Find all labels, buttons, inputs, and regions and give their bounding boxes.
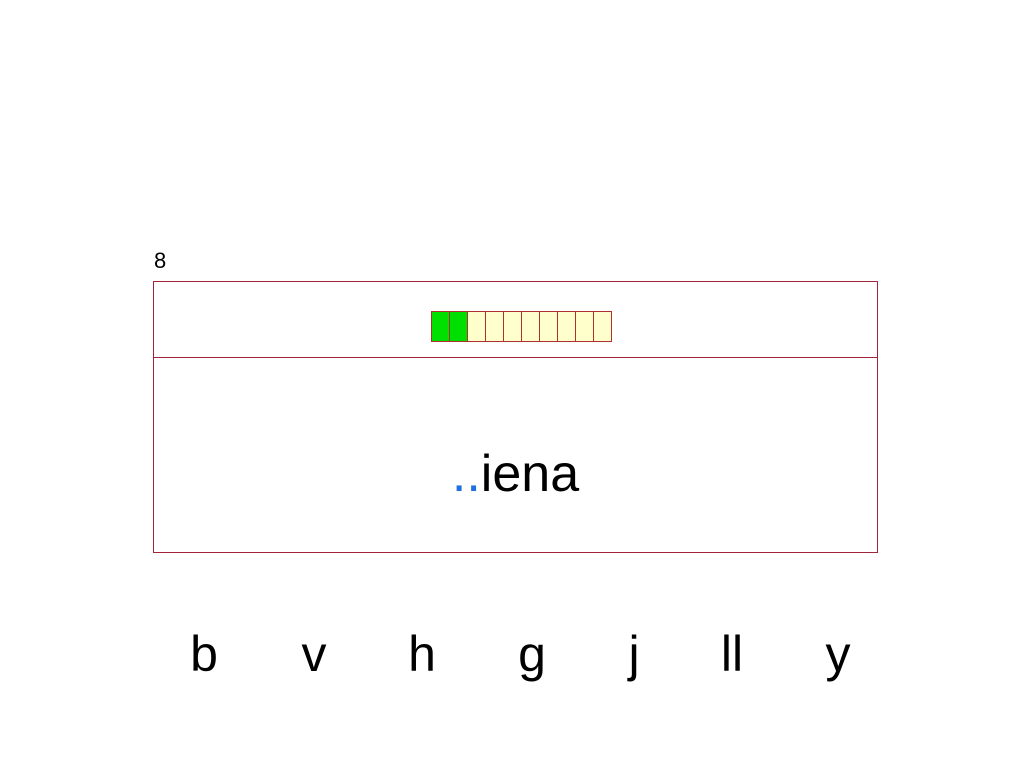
letter-options: b v h g j ll y xyxy=(0,622,1024,692)
word-area: ..iena xyxy=(154,358,877,552)
option-v[interactable]: v xyxy=(301,626,327,682)
option-ll[interactable]: ll xyxy=(720,626,744,682)
slide-number: 8 xyxy=(154,248,167,273)
progress-cell-pending xyxy=(521,311,540,342)
option-g[interactable]: g xyxy=(518,626,546,682)
progress-cell-pending xyxy=(467,311,486,342)
progress-cell-pending xyxy=(557,311,576,342)
progress-cell-pending xyxy=(593,311,612,342)
incomplete-word: ..iena xyxy=(154,444,877,504)
progress-area xyxy=(154,282,877,358)
option-h[interactable]: h xyxy=(408,626,436,682)
progress-cell-completed xyxy=(449,311,468,342)
option-j[interactable]: j xyxy=(628,626,640,682)
option-b[interactable]: b xyxy=(190,626,218,682)
option-y[interactable]: y xyxy=(825,626,851,682)
progress-cell-pending xyxy=(539,311,558,342)
progress-cell-pending xyxy=(503,311,522,342)
progress-cell-completed xyxy=(431,311,450,342)
progress-cell-pending xyxy=(485,311,504,342)
word-blank: .. xyxy=(451,445,481,503)
progress-bar xyxy=(431,311,612,342)
progress-cell-pending xyxy=(575,311,594,342)
word-rest: iena xyxy=(480,445,580,503)
exercise-frame: ..iena xyxy=(153,281,878,553)
